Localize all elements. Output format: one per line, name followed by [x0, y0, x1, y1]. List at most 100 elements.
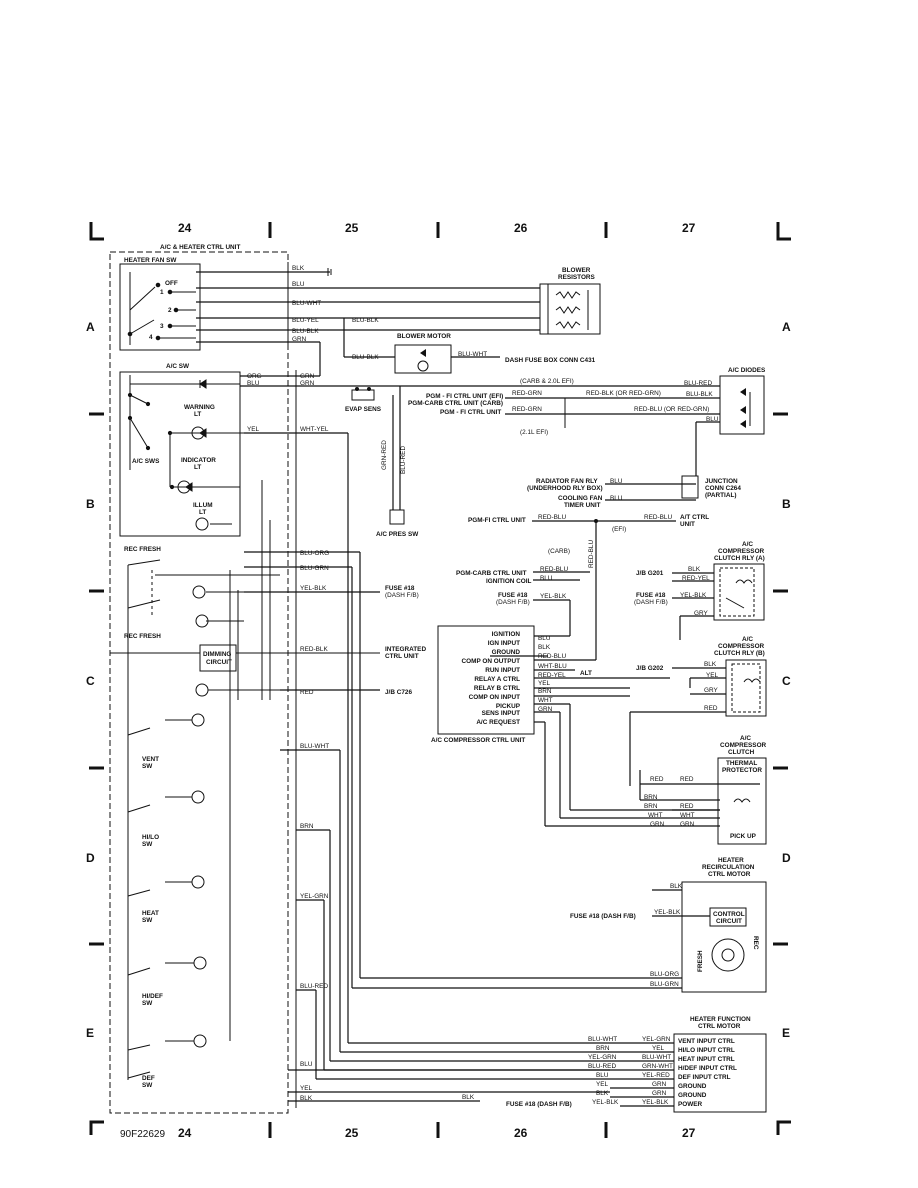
svg-text:CONN C264: CONN C264	[705, 485, 741, 492]
svg-text:HEAT: HEAT	[142, 910, 159, 917]
svg-text:YEL-BLK: YEL-BLK	[592, 1099, 619, 1106]
svg-text:GRN: GRN	[652, 1081, 667, 1088]
row-c-left: C	[86, 674, 95, 688]
svg-text:BLU-ORG: BLU-ORG	[300, 550, 329, 557]
svg-text:HI/LO: HI/LO	[142, 834, 159, 841]
svg-text:BLU: BLU	[300, 1061, 313, 1068]
left-wire-labels: BLK BLU BLU-WHT BLU-YEL BLU-BLK GRN BLU-…	[247, 265, 379, 1102]
svg-text:REC FRESH: REC FRESH	[124, 546, 161, 553]
col-27-top: 27	[682, 221, 696, 235]
svg-text:RED: RED	[650, 776, 664, 783]
svg-text:REC FRESH: REC FRESH	[124, 633, 161, 640]
col-24-bottom: 24	[178, 1126, 192, 1140]
svg-text:COOLING FAN: COOLING FAN	[558, 495, 603, 502]
svg-text:BLK: BLK	[596, 1090, 609, 1097]
svg-text:RED: RED	[680, 803, 694, 810]
svg-text:FUSE #18: FUSE #18	[498, 592, 528, 599]
svg-text:BRN: BRN	[300, 823, 314, 830]
svg-text:(EFI): (EFI)	[612, 526, 626, 533]
svg-text:RED-YEL: RED-YEL	[538, 672, 566, 679]
clutch-relay-a: A/C COMPRESSOR CLUTCH RLY (A) J/B G201 B…	[634, 541, 765, 640]
svg-text:EVAP SENS: EVAP SENS	[345, 406, 382, 413]
svg-text:BLK: BLK	[462, 1094, 475, 1101]
svg-text:J/B G201: J/B G201	[636, 570, 664, 577]
svg-text:BLU-WHT: BLU-WHT	[642, 1054, 671, 1061]
svg-text:INDICATOR: INDICATOR	[181, 457, 216, 464]
heater-fan-sw-label: HEATER FAN SW	[124, 257, 177, 264]
svg-text:GRN: GRN	[292, 336, 307, 343]
ac-heater-ctrl-unit: A/C & HEATER CTRL UNIT HEATER FAN SW OFF…	[109, 244, 380, 1114]
svg-text:BLOWER MOTOR: BLOWER MOTOR	[397, 333, 451, 340]
svg-text:BLK: BLK	[292, 265, 305, 272]
evap-sens: EVAP SENS GRN-RED BLU-RED A/C PRES SW	[345, 387, 419, 538]
svg-text:J/B C726: J/B C726	[385, 689, 412, 696]
svg-text:POWER: POWER	[678, 1101, 703, 1108]
svg-text:SW: SW	[142, 1000, 153, 1007]
svg-text:RECIRCULATION: RECIRCULATION	[702, 864, 755, 871]
svg-text:OFF: OFF	[165, 280, 178, 287]
svg-text:COMPRESSOR: COMPRESSOR	[720, 742, 767, 749]
svg-text:IGNITION: IGNITION	[492, 631, 521, 638]
svg-text:1: 1	[160, 289, 164, 296]
compressor-out-wires	[490, 635, 720, 827]
svg-text:BLU-RED: BLU-RED	[300, 983, 328, 990]
svg-text:DIMMING: DIMMING	[203, 651, 231, 658]
svg-text:(2.1L EFI): (2.1L EFI)	[520, 429, 548, 436]
svg-text:PGM-CARB CTRL UNIT: PGM-CARB CTRL UNIT	[456, 570, 527, 577]
svg-text:2: 2	[168, 307, 172, 314]
col-25-bottom: 25	[345, 1126, 359, 1140]
row-a-left: A	[86, 320, 95, 334]
svg-text:GRN: GRN	[300, 380, 315, 387]
svg-text:PICK UP: PICK UP	[730, 833, 757, 840]
svg-text:SW: SW	[142, 841, 153, 848]
svg-text:YEL-GRN: YEL-GRN	[300, 893, 329, 900]
svg-text:YEL-BLK: YEL-BLK	[540, 593, 567, 600]
svg-text:BRN: BRN	[644, 803, 658, 810]
compressor-pins: IGNITION IGN INPUT GROUND COMP ON OUTPUT…	[462, 631, 521, 726]
svg-text:A/T CTRL: A/T CTRL	[680, 514, 709, 521]
svg-text:GROUND: GROUND	[678, 1092, 707, 1099]
blower-resistors: BLOWER RESISTORS	[539, 267, 601, 335]
svg-text:RED-BLU: RED-BLU	[588, 540, 595, 568]
svg-text:YEL-BLK: YEL-BLK	[654, 909, 681, 916]
row-b-right: B	[782, 497, 791, 511]
svg-text:BLU-RED: BLU-RED	[684, 380, 712, 387]
svg-text:PGM-CARB CTRL UNIT (CARB): PGM-CARB CTRL UNIT (CARB)	[408, 400, 503, 407]
svg-text:COMP ON INPUT: COMP ON INPUT	[469, 694, 520, 701]
col-27-bottom: 27	[682, 1126, 696, 1140]
svg-text:BLU-BLK: BLU-BLK	[686, 391, 713, 398]
svg-text:GRN-RED: GRN-RED	[381, 440, 388, 470]
svg-text:CLUTCH RLY (B): CLUTCH RLY (B)	[714, 650, 765, 657]
crop-marks	[89, 222, 791, 1135]
svg-text:DEF INPUT CTRL: DEF INPUT CTRL	[678, 1074, 731, 1081]
svg-text:GRN: GRN	[652, 1090, 667, 1097]
svg-text:DASH FUSE BOX CONN C431: DASH FUSE BOX CONN C431	[505, 357, 596, 364]
svg-text:COMPRESSOR: COMPRESSOR	[718, 643, 765, 650]
svg-text:CLUTCH: CLUTCH	[728, 749, 755, 756]
svg-text:BLU: BLU	[292, 281, 305, 288]
svg-text:WHT: WHT	[538, 697, 553, 704]
fuse18-ref-a: FUSE #18 (DASH F/B) INTEGRATED CTRL UNIT…	[385, 585, 426, 696]
svg-text:YEL: YEL	[300, 1085, 313, 1092]
svg-text:BLU: BLU	[706, 416, 719, 423]
svg-text:BLU-BLK: BLU-BLK	[352, 317, 379, 324]
row-c-right: C	[782, 674, 791, 688]
svg-text:RESISTORS: RESISTORS	[558, 274, 596, 281]
svg-text:BLK: BLK	[704, 661, 717, 668]
svg-text:BRN: BRN	[644, 794, 658, 801]
svg-text:A/C REQUEST: A/C REQUEST	[476, 719, 520, 726]
svg-text:SW: SW	[142, 917, 153, 924]
svg-text:YEL: YEL	[652, 1045, 665, 1052]
svg-text:RED-BLU: RED-BLU	[538, 653, 566, 660]
svg-text:PROTECTOR: PROTECTOR	[722, 767, 762, 774]
svg-text:(PARTIAL): (PARTIAL)	[705, 492, 736, 499]
radiator-junction: RADIATOR FAN RLY (UNDERHOOD RLY BOX) BLU…	[527, 475, 741, 509]
svg-text:CTRL MOTOR: CTRL MOTOR	[698, 1023, 741, 1030]
row-d-right: D	[782, 851, 791, 865]
svg-text:RED-BLU: RED-BLU	[644, 514, 672, 521]
svg-text:PGM-FI CTRL UNIT: PGM-FI CTRL UNIT	[468, 517, 526, 524]
svg-text:ALT: ALT	[580, 670, 592, 677]
svg-text:RUN INPUT: RUN INPUT	[485, 667, 520, 674]
svg-text:BLU: BLU	[610, 495, 623, 502]
